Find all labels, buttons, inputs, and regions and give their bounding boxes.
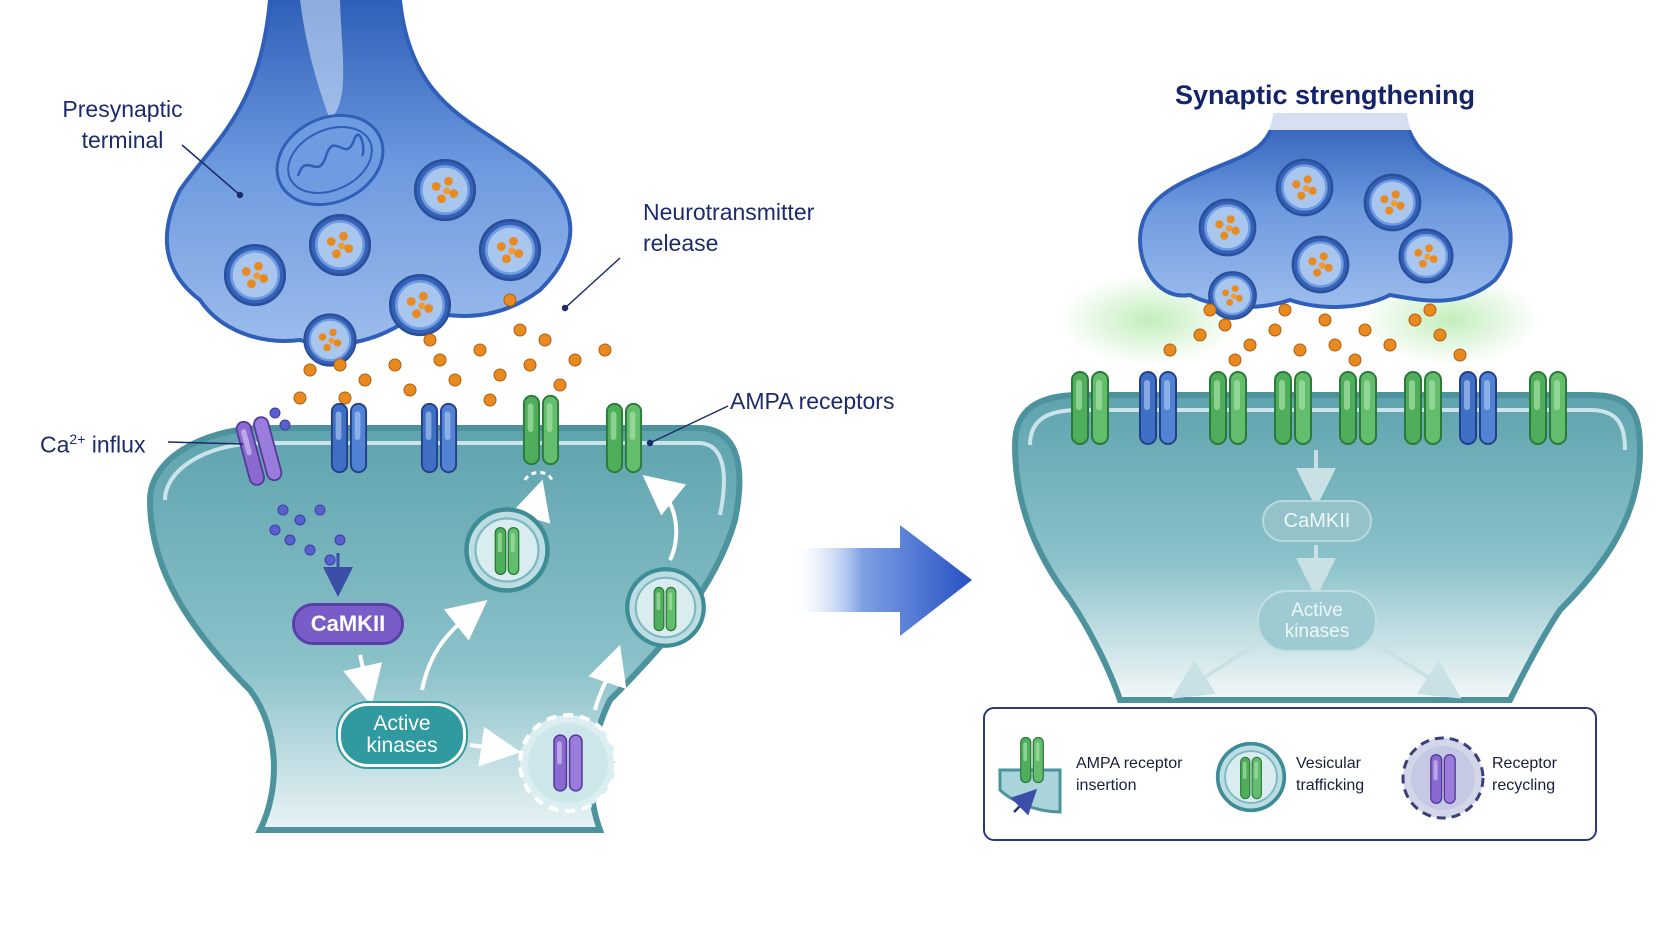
- postsynaptic-spine-right: [1011, 392, 1644, 703]
- recycling-icon: [1401, 736, 1485, 820]
- legend-recycling-line1: Receptor: [1492, 755, 1557, 772]
- mitochondrion: [275, 113, 385, 207]
- active-kinases-line2: kinases: [366, 734, 438, 757]
- calcium-ions: [269, 407, 346, 566]
- neurotransmitters-right: [1163, 303, 1467, 367]
- insertion-dashed-arc: [523, 471, 554, 481]
- legend-recycling-line2: recycling: [1492, 777, 1556, 794]
- ca-influx-suffix: influx: [85, 431, 146, 458]
- camkii-pill: CaMKII: [292, 603, 404, 645]
- right-faded-arrows: [1171, 450, 1462, 699]
- transition-arrow: [790, 525, 972, 636]
- presynaptic-label-line2: terminal: [81, 127, 164, 153]
- neurotransmitter-label-line1: Neurotransmitter: [643, 199, 815, 225]
- legend-ampa-line1: AMPA receptor: [1076, 755, 1183, 772]
- synaptic-strengthening-title: Synaptic strengthening: [1175, 80, 1476, 110]
- neurotransmitter-release-label: Neurotransmitter release: [643, 197, 814, 259]
- presynaptic-label-line1: Presynaptic: [62, 96, 183, 122]
- legend-vesicular-line1: Vesicular: [1296, 755, 1361, 772]
- ca-influx-prefix: Ca: [40, 431, 70, 458]
- neurotransmitters-left: [293, 293, 612, 407]
- camkii-pill-faded: CaMKII: [1262, 500, 1372, 542]
- vesicle-icon: [1215, 741, 1287, 813]
- active-kinases-faded-line1: Active: [1291, 600, 1343, 621]
- legend-item-receptor-recycling: Receptor recycling: [1492, 753, 1557, 797]
- active-kinases-pill-faded: Active kinases: [1257, 590, 1377, 652]
- ampa-insertion-icon: [998, 736, 1062, 816]
- legend-item-vesicular-trafficking: Vesicular trafficking: [1296, 753, 1364, 797]
- left-trafficking-arrows: [343, 474, 687, 767]
- ca-influx-label: Ca2+ influx: [40, 424, 145, 461]
- active-kinases-faded-line2: kinases: [1284, 621, 1350, 642]
- active-kinases-pill: Active kinases: [338, 703, 466, 767]
- legend-vesicular-line2: trafficking: [1296, 777, 1365, 794]
- neurotransmitter-label-line2: release: [643, 230, 719, 256]
- active-kinases-line1: Active: [373, 712, 431, 735]
- presynaptic-terminal-label: Presynaptic terminal: [55, 94, 190, 156]
- leader-lines: [167, 144, 729, 447]
- ampa-receptors-label: AMPA receptors: [730, 388, 895, 414]
- ca-influx-superscript: 2+: [69, 431, 86, 447]
- legend-item-ampa-insertion: AMPA receptor insertion: [1076, 753, 1182, 797]
- receptor-recycling-left: [518, 713, 618, 813]
- legend-ampa-line2: insertion: [1076, 777, 1137, 794]
